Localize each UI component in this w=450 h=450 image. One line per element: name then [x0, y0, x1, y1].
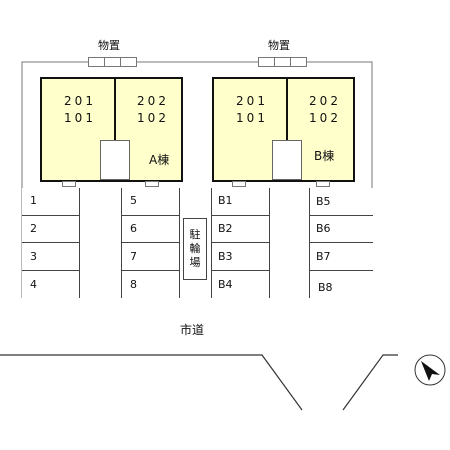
- road-edge-right: [342, 354, 398, 411]
- bicycle-parking: 駐 輪 場: [183, 218, 207, 280]
- entrance-step: [62, 181, 76, 187]
- stairwell: [272, 140, 302, 180]
- unit-102: 102: [137, 111, 169, 125]
- parking-col-4: B5 B6 B7 B8: [309, 188, 373, 298]
- entrance-step: [145, 181, 159, 187]
- parking-slot: 7: [122, 242, 180, 270]
- parking-slot: 2: [22, 215, 80, 242]
- building-b: 201 101 202 102 B棟: [212, 77, 355, 182]
- stairwell: [100, 140, 130, 180]
- entrance-step: [232, 181, 246, 187]
- parking-slot: B2: [212, 215, 270, 242]
- unit-divider: [114, 79, 116, 180]
- unit-202: 202: [137, 94, 169, 108]
- parking-slot: B3: [212, 242, 270, 270]
- building-a: 201 101 202 102 A棟: [40, 77, 183, 182]
- parking-col-1: 1 2 3 4: [22, 188, 80, 298]
- parking-col-3: B1 B2 B3 B4: [211, 188, 271, 298]
- parking-slot: 1: [22, 188, 80, 215]
- unit-201: 201: [236, 94, 268, 108]
- parking-slot: B8: [310, 270, 373, 298]
- building-b-label: B棟: [314, 149, 335, 163]
- building-a-label: A棟: [149, 153, 170, 167]
- parking-slot: 3: [22, 242, 80, 270]
- storage-label-b: 物置: [268, 39, 290, 52]
- parking-slot: 8: [122, 270, 180, 298]
- unit-divider: [286, 79, 288, 180]
- storage-shed-b: [258, 57, 307, 67]
- unit-201: 201: [64, 94, 96, 108]
- parking-slot: 4: [22, 270, 80, 298]
- parking-slot: 5: [122, 188, 180, 215]
- parking-col-2: 5 6 7 8: [121, 188, 181, 298]
- parking-slot: 6: [122, 215, 180, 242]
- parking-slot: B7: [310, 242, 373, 270]
- parking-slot: B4: [212, 270, 270, 298]
- unit-101: 101: [64, 111, 96, 125]
- parking-slot: B6: [310, 215, 373, 242]
- storage-label-a: 物置: [98, 39, 120, 52]
- road-edge-left: [0, 354, 303, 411]
- parking-slot: B5: [310, 188, 373, 215]
- storage-shed-a: [88, 57, 137, 67]
- unit-101: 101: [236, 111, 268, 125]
- road-label: 市道: [180, 323, 205, 337]
- unit-102: 102: [309, 111, 341, 125]
- entrance-step: [316, 181, 330, 187]
- north-arrow-icon: [414, 354, 446, 386]
- parking-slot: B1: [212, 188, 270, 215]
- unit-202: 202: [309, 94, 341, 108]
- property-boundary: [21, 61, 373, 298]
